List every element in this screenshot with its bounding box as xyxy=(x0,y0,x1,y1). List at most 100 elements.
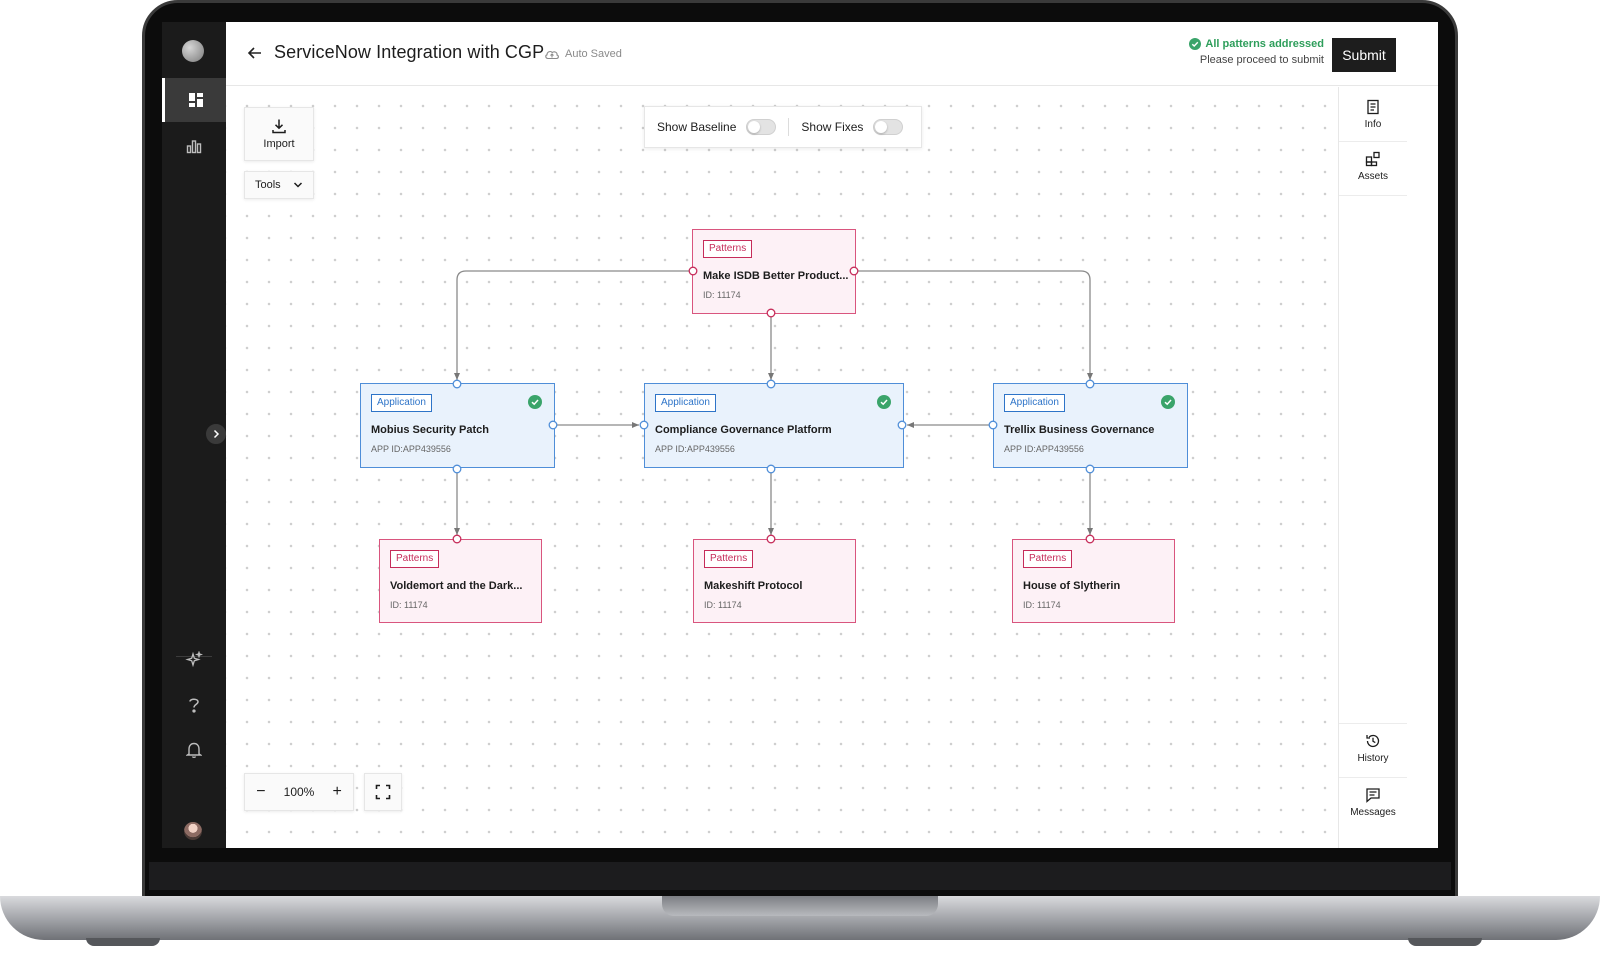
rail-history-button[interactable]: History xyxy=(1339,733,1407,764)
application-node-trellix[interactable]: Application Trellix Business Governance … xyxy=(993,383,1188,468)
edge-top-to-mobius xyxy=(454,270,693,380)
handle xyxy=(1085,534,1095,544)
pattern-tag: Patterns xyxy=(704,550,754,568)
nav-notifications[interactable] xyxy=(162,728,226,772)
handle xyxy=(988,420,998,430)
page-header: ServiceNow Integration with CGP Auto Sav… xyxy=(226,22,1438,86)
application-node-mobius[interactable]: Application Mobius Security Patch APP ID… xyxy=(360,383,555,468)
handle xyxy=(766,534,776,544)
node-title: Trellix Business Governance xyxy=(1004,424,1155,436)
node-id: APP ID:APP439556 xyxy=(1004,444,1084,454)
bar-chart-icon xyxy=(186,140,202,154)
chevron-down-icon xyxy=(293,182,303,188)
handle xyxy=(452,534,462,544)
handle xyxy=(452,464,462,474)
node-id: APP ID:APP439556 xyxy=(371,444,451,454)
node-title: Makeshift Protocol xyxy=(704,580,803,592)
toggle-divider xyxy=(788,118,790,136)
sparkle-icon xyxy=(185,651,203,668)
handle xyxy=(1085,464,1095,474)
import-label: Import xyxy=(263,138,295,150)
node-title: Voldemort and the Dark... xyxy=(390,580,523,592)
fullscreen-button[interactable] xyxy=(364,773,402,811)
view-toggles: Show Baseline Show Fixes xyxy=(644,106,922,148)
app-screen: ServiceNow Integration with CGP Auto Sav… xyxy=(162,22,1438,848)
pattern-node-slytherin[interactable]: Patterns House of Slytherin ID: 11174 xyxy=(1012,539,1175,623)
verified-check-icon xyxy=(528,395,542,409)
nav-dashboard[interactable] xyxy=(162,78,226,122)
rail-divider xyxy=(1339,723,1407,724)
rail-assets-label: Assets xyxy=(1357,171,1388,182)
pattern-node-top[interactable]: Patterns Make ISDB Better Product... ID:… xyxy=(692,229,856,314)
diagram-canvas[interactable]: Patterns Make ISDB Better Product... ID:… xyxy=(226,87,1338,848)
edge-top-to-trellix xyxy=(854,270,1093,380)
info-doc-icon xyxy=(1367,99,1379,115)
laptop-foot-left xyxy=(86,938,160,946)
rail-messages-label: Messages xyxy=(1350,807,1396,818)
zoom-out-button[interactable]: − xyxy=(256,783,266,800)
pattern-tag: Patterns xyxy=(1023,550,1073,568)
laptop-notch xyxy=(662,896,938,916)
zoom-in-button[interactable]: + xyxy=(332,783,342,800)
download-icon xyxy=(272,119,286,134)
arrow-left-icon xyxy=(247,47,261,59)
rail-info-button[interactable]: Info xyxy=(1339,99,1407,130)
show-baseline-toggle[interactable] xyxy=(746,119,777,135)
assets-grid-icon xyxy=(1365,151,1380,167)
laptop-foot-right xyxy=(1408,938,1482,946)
application-tag: Application xyxy=(1004,394,1065,412)
application-tag: Application xyxy=(371,394,432,412)
import-button[interactable]: Import xyxy=(244,107,314,161)
chevron-right-icon xyxy=(213,429,220,439)
zoom-level: 100% xyxy=(283,785,315,799)
autosave-indicator: Auto Saved xyxy=(544,48,622,60)
rail-history-label: History xyxy=(1357,753,1389,764)
back-button[interactable] xyxy=(246,44,266,64)
node-id: ID: 11174 xyxy=(1023,600,1061,610)
cloud-upload-icon xyxy=(545,51,559,60)
verified-check-icon xyxy=(877,395,891,409)
show-fixes-label: Show Fixes xyxy=(801,120,864,134)
node-id: ID: 11174 xyxy=(703,290,741,300)
handle xyxy=(766,308,776,318)
rail-assets-button[interactable]: Assets xyxy=(1339,151,1407,182)
rail-divider xyxy=(1339,777,1407,778)
rail-divider xyxy=(1339,141,1407,142)
node-title: Make ISDB Better Product... xyxy=(703,270,849,282)
show-fixes-toggle[interactable] xyxy=(873,119,904,135)
app-logo[interactable] xyxy=(182,40,204,62)
history-icon xyxy=(1366,734,1380,748)
rail-divider xyxy=(1339,195,1407,196)
pattern-tag: Patterns xyxy=(703,240,753,258)
status-subtitle: Please proceed to submit xyxy=(1199,54,1324,66)
dashboard-icon xyxy=(188,93,203,107)
handle xyxy=(766,464,776,474)
handle xyxy=(452,379,462,389)
pattern-node-voldemort[interactable]: Patterns Voldemort and the Dark... ID: 1… xyxy=(379,539,542,623)
rail-info-label: Info xyxy=(1364,119,1382,130)
node-id: ID: 11174 xyxy=(704,600,742,610)
tools-label: Tools xyxy=(255,179,281,191)
show-baseline-label: Show Baseline xyxy=(657,120,737,134)
diagram-edges xyxy=(454,270,1093,535)
rail-messages-button[interactable]: Messages xyxy=(1339,787,1407,818)
laptop-chin xyxy=(149,862,1451,890)
help-icon xyxy=(189,698,199,713)
user-avatar[interactable] xyxy=(184,822,202,840)
node-id: ID: 11174 xyxy=(390,600,428,610)
handle xyxy=(688,266,698,276)
handle xyxy=(639,420,649,430)
pattern-tag: Patterns xyxy=(390,550,440,568)
verified-check-icon xyxy=(1161,395,1175,409)
status-title: All patterns addressed xyxy=(1205,38,1324,50)
nav-ai-assist[interactable] xyxy=(162,638,226,682)
tools-dropdown[interactable]: Tools xyxy=(244,171,314,199)
page-title: ServiceNow Integration with CGP xyxy=(274,42,545,62)
submit-button[interactable]: Submit xyxy=(1332,38,1396,72)
expand-nav-button[interactable] xyxy=(204,422,228,446)
nav-analytics[interactable] xyxy=(162,124,226,168)
handle xyxy=(1085,379,1095,389)
pattern-node-makeshift[interactable]: Patterns Makeshift Protocol ID: 11174 xyxy=(693,539,856,623)
nav-help[interactable] xyxy=(162,683,226,727)
fullscreen-icon xyxy=(375,784,391,800)
